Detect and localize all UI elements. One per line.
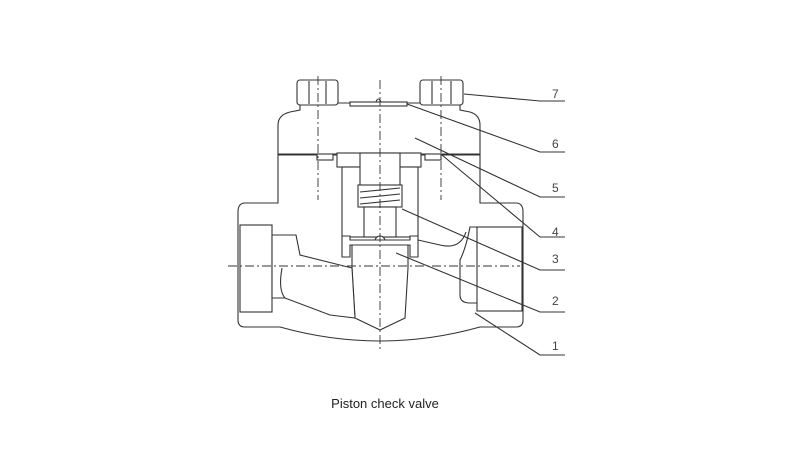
part-label-1: 1 <box>552 339 559 353</box>
bolt-right <box>419 79 464 106</box>
part-label-2: 2 <box>552 294 559 308</box>
bonnet <box>277 102 481 156</box>
bolt-left <box>296 79 339 106</box>
part-label-5: 5 <box>552 181 559 195</box>
part-label-3: 3 <box>552 252 559 266</box>
diagram-caption: Piston check valve <box>331 396 439 411</box>
part-label-4: 4 <box>552 225 559 239</box>
part-label-6: 6 <box>552 137 559 151</box>
leader-lines <box>395 93 565 356</box>
part-label-7: 7 <box>552 87 559 101</box>
